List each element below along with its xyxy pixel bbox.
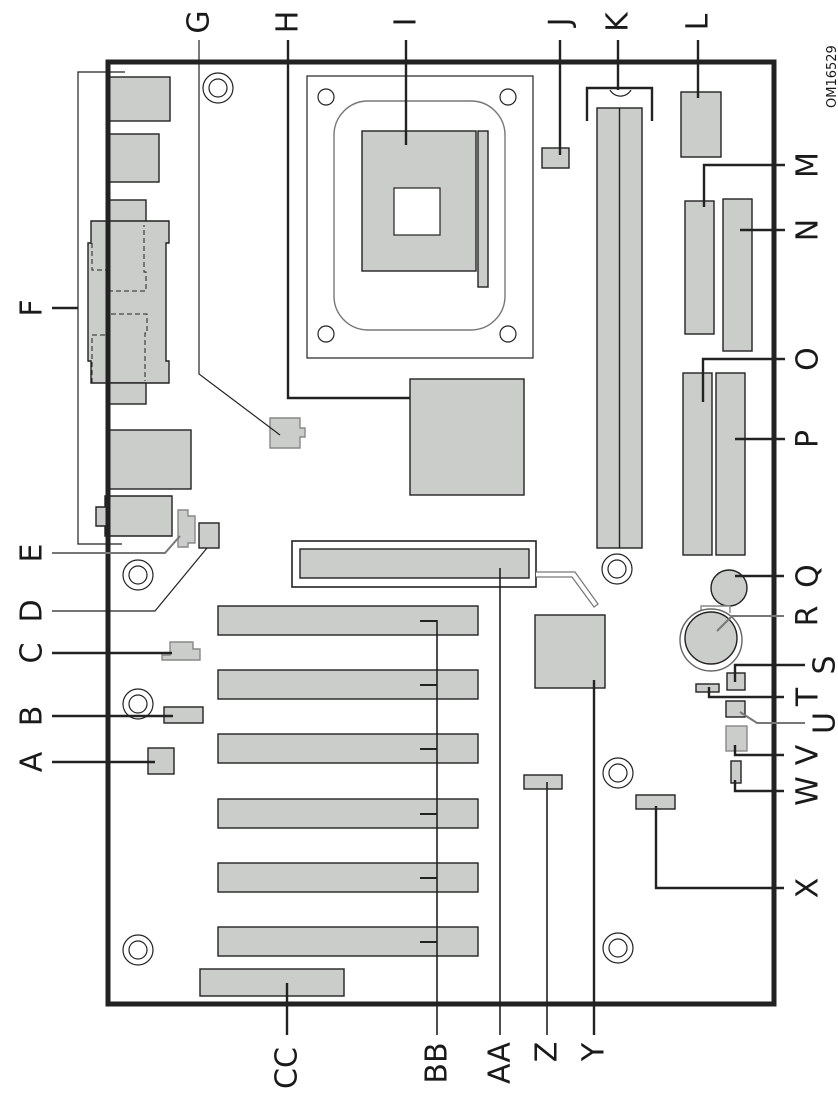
- socket-hole: [499, 325, 517, 343]
- callout-label-m: M: [791, 152, 826, 178]
- dashed-outline-lower: [91, 313, 148, 383]
- callout-label-j: J: [543, 18, 578, 29]
- callout-label-u: U: [808, 712, 838, 734]
- callout-label-g: G: [182, 10, 217, 33]
- pci-slot: [217, 862, 479, 893]
- connector-CC: [199, 968, 345, 997]
- jumper-T: [695, 683, 720, 693]
- atx-power-connector-N: [722, 198, 753, 352]
- ide-connector-P: [715, 372, 746, 556]
- mch-chipset-H: [409, 378, 525, 496]
- leader-W: [733, 780, 784, 793]
- leader-X: [654, 806, 784, 890]
- memory-indicator-arc: [609, 89, 632, 97]
- memory-bracket: [585, 86, 654, 121]
- mounting-hole: [122, 688, 154, 720]
- audio-connector: [95, 495, 173, 537]
- mounting-hole: [602, 757, 634, 789]
- socket-center: [393, 187, 441, 236]
- serial-port-top: [108, 199, 147, 223]
- callout-label-w: W: [791, 776, 826, 806]
- callout-label-q: Q: [791, 564, 826, 588]
- callout-label-b: B: [15, 706, 50, 727]
- leader-T: [707, 687, 784, 699]
- socket-hole: [317, 88, 335, 106]
- dashed-outline-upper: [91, 225, 147, 292]
- callout-label-a: A: [15, 751, 50, 772]
- pci-slots: [217, 605, 479, 957]
- header-U: [725, 700, 746, 718]
- header-J: [541, 147, 570, 169]
- pci-slot: [217, 926, 479, 957]
- leader-R: [716, 615, 784, 632]
- header-C: [161, 641, 201, 661]
- callout-label-o: O: [791, 347, 826, 371]
- usb-connector-stack: [106, 133, 160, 183]
- callout-label-cc: CC: [270, 1047, 305, 1089]
- callout-label-f: F: [15, 299, 50, 316]
- callout-label-bb: BB: [420, 1042, 455, 1083]
- socket-hole: [499, 88, 517, 106]
- callout-label-r: R: [791, 606, 826, 627]
- callout-label-y: Y: [577, 1042, 612, 1062]
- header-D: [198, 522, 220, 549]
- processor-socket-frame: [306, 75, 534, 359]
- header-V: [725, 725, 748, 752]
- callout-label-h: H: [271, 11, 306, 34]
- header-E: [177, 509, 196, 548]
- callout-label-s: S: [808, 655, 838, 674]
- callout-label-n: N: [791, 219, 826, 241]
- socket-lever: [477, 130, 489, 288]
- callout-label-i: I: [389, 18, 424, 27]
- callout-label-t: T: [791, 687, 826, 707]
- mounting-hole: [602, 932, 634, 964]
- leader-M: [702, 163, 785, 207]
- socket-hole: [317, 325, 335, 343]
- callout-label-c: C: [15, 643, 50, 664]
- agp-slot-AA: [299, 548, 530, 579]
- fan-header-G: [269, 417, 306, 449]
- parallel-serial-connector: [87, 220, 170, 384]
- leader-O: [701, 357, 785, 402]
- header-W: [730, 760, 742, 784]
- callout-label-p: P: [791, 430, 826, 448]
- mounting-hole: [122, 934, 154, 966]
- leader-D: [52, 547, 208, 612]
- leader-V: [733, 745, 784, 757]
- ps2-connector: [106, 76, 171, 122]
- mounting-hole: [202, 72, 234, 104]
- mounting-hole: [601, 553, 633, 585]
- mounting-hole: [122, 559, 154, 591]
- floppy-connector-M: [684, 200, 715, 335]
- ich-chipset-Y: [534, 614, 606, 689]
- power-connector-L: [680, 91, 722, 158]
- leader-U: [739, 711, 805, 724]
- callout-label-x: X: [791, 878, 826, 899]
- ide-connector-O: [682, 372, 713, 556]
- leader-G: [198, 40, 281, 436]
- pci-slot: [217, 798, 479, 829]
- serial-port-bottom: [108, 382, 147, 405]
- heatsink-retention: [333, 100, 506, 331]
- callout-label-aa: AA: [483, 1042, 518, 1084]
- lan-usb-connector: [106, 429, 192, 490]
- callout-label-l: L: [681, 13, 716, 30]
- pci-slot: [217, 669, 479, 700]
- callout-label-k: K: [601, 11, 636, 32]
- callout-labels: A B CD E F G H I J K L M N O P QR STUVW X YZ AA BB CC: [15, 10, 838, 1089]
- callout-label-d: D: [15, 599, 50, 622]
- pci-slot: [217, 733, 479, 764]
- callout-label-v: V: [791, 744, 826, 765]
- figure-code: OM16529: [825, 45, 838, 108]
- agp-retention: [536, 571, 599, 608]
- header-Z: [523, 774, 563, 790]
- pci-slot: [217, 605, 479, 636]
- callout-label-z: Z: [530, 1042, 565, 1063]
- leader-E: [52, 535, 181, 554]
- callout-label-e: E: [15, 544, 50, 563]
- leader-H: [286, 40, 420, 400]
- leader-S: [733, 663, 805, 682]
